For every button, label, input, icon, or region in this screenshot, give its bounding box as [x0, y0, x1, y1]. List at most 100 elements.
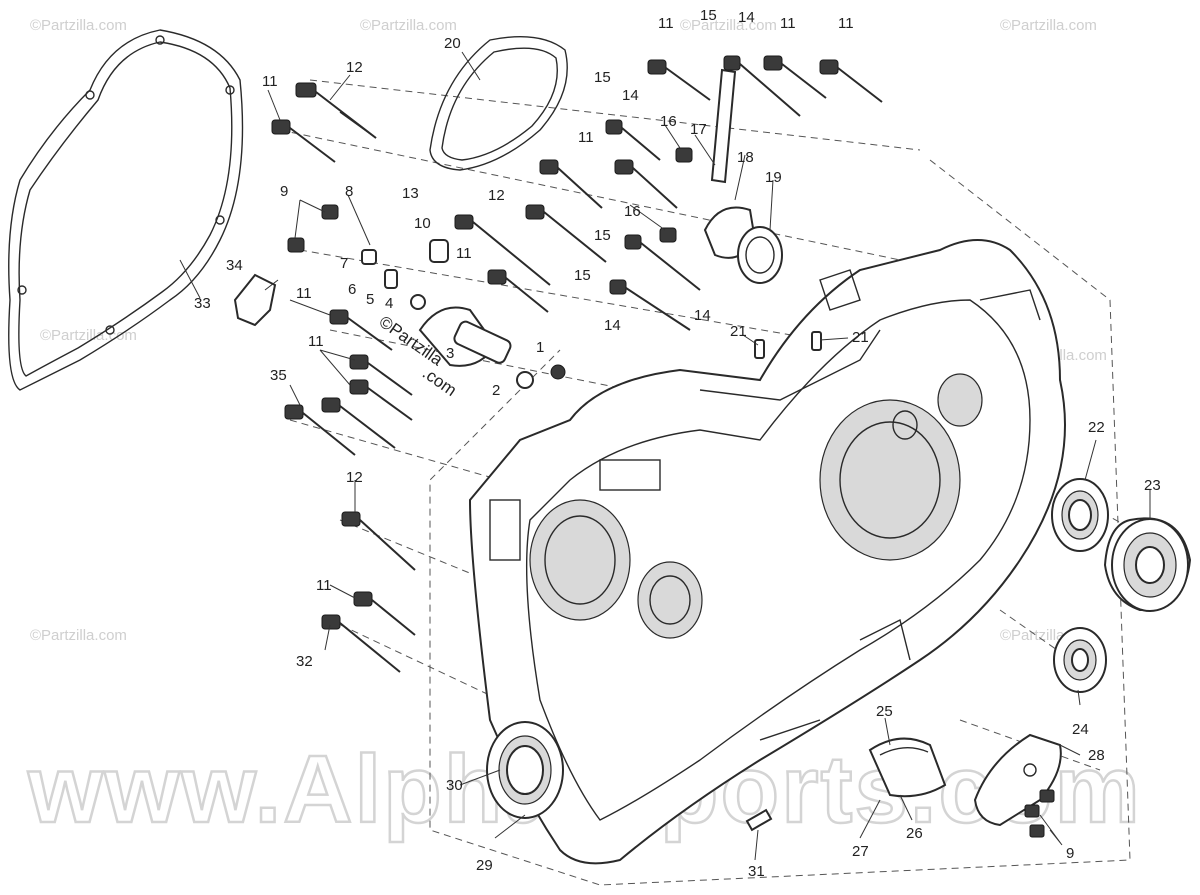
callout-14: 14 — [622, 87, 639, 104]
bolt-14-top — [723, 55, 801, 117]
watermark-small: ©Partzilla.com — [360, 17, 457, 34]
callout-32: 32 — [296, 653, 313, 670]
callout-23: 23 — [1144, 477, 1161, 494]
bolt-14-upper — [605, 119, 661, 161]
callout-labels: 1 2 3 4 5 6 7 8 9 10 11 12 13 14 15 16 1… — [194, 7, 1161, 880]
bolt-12-lower — [341, 511, 416, 571]
bracket-34 — [233, 273, 277, 327]
bolt-11-top-left — [271, 119, 336, 163]
leader-lines — [179, 51, 1151, 861]
watermark-small: ©Partzilla.com — [30, 17, 127, 34]
callout-11: 11 — [838, 15, 854, 32]
callout-20: 20 — [444, 35, 461, 52]
callout-15: 15 — [700, 7, 717, 24]
callout-16: 16 — [660, 113, 677, 130]
callout-27: 27 — [852, 843, 869, 860]
callout-15: 15 — [594, 69, 611, 86]
callout-11: 11 — [658, 15, 674, 32]
bolt-11-top-1 — [647, 59, 711, 101]
callout-2: 2 — [492, 382, 500, 399]
watermark-small: ©Partzilla.com — [680, 17, 777, 34]
callout-28: 28 — [1088, 747, 1105, 764]
callout-34: 34 — [226, 257, 243, 274]
bolt-11-top-2 — [763, 55, 827, 99]
callout-19: 19 — [765, 169, 782, 186]
callout-31: 31 — [748, 863, 765, 880]
callout-24: 24 — [1072, 721, 1089, 738]
bearing-24 — [1053, 627, 1107, 693]
oil-seal-22 — [1051, 478, 1109, 552]
dowel-21-1 — [754, 339, 765, 359]
callout-5: 5 — [366, 291, 374, 308]
callout-11: 11 — [308, 333, 324, 350]
bolt-11-lower — [353, 591, 416, 636]
strainer-parts — [361, 239, 566, 389]
bolt-11-left-3 — [349, 379, 413, 421]
callout-1: 1 — [536, 339, 544, 356]
callout-11: 11 — [262, 73, 278, 90]
bolts-layer — [271, 55, 883, 673]
callout-14: 14 — [694, 307, 711, 324]
watermark-center-line2: .com — [419, 363, 460, 400]
sensor-18-group — [703, 68, 783, 284]
watermark-small: ©Partzilla.com — [1000, 17, 1097, 34]
callout-21: 21 — [852, 329, 869, 346]
callout-3: 3 — [446, 345, 454, 362]
pin-31 — [745, 808, 773, 832]
callout-11: 11 — [578, 129, 594, 146]
callout-11: 11 — [780, 15, 796, 32]
callout-9: 9 — [280, 183, 288, 200]
cover-gasket-33 — [8, 29, 244, 391]
callout-30: 30 — [446, 777, 463, 794]
bolt-11-top-3 — [819, 59, 883, 103]
bolt-11-left-4 — [321, 397, 396, 449]
callout-15: 15 — [594, 227, 611, 244]
bolt-35 — [284, 404, 356, 456]
callout-25: 25 — [876, 703, 893, 720]
callout-9: 9 — [1066, 845, 1074, 862]
watermark-small: ©Partzilla.com — [30, 627, 127, 644]
bolt-13 — [454, 214, 551, 286]
callout-35: 35 — [270, 367, 287, 384]
callout-14: 14 — [604, 317, 621, 334]
callout-7: 7 — [340, 255, 348, 272]
bolt-12-top — [295, 82, 377, 139]
callout-21: 21 — [730, 323, 747, 340]
callout-11: 11 — [316, 577, 332, 594]
bolt-32 — [321, 614, 401, 673]
bolt-16-2 — [659, 227, 677, 243]
bolt-11-mid-2 — [614, 159, 678, 209]
bolt-11-left-1 — [329, 309, 393, 351]
callout-12: 12 — [488, 187, 505, 204]
callout-11: 11 — [456, 245, 472, 262]
callout-12: 12 — [346, 469, 363, 486]
bolt-11-left-2 — [349, 354, 413, 396]
bolt-11-mid-1 — [539, 159, 603, 209]
callout-6: 6 — [348, 281, 356, 298]
bolt-14-mid — [609, 279, 691, 331]
seal-30 — [486, 721, 564, 819]
bolts-9-bottom — [1024, 789, 1055, 838]
callout-10: 10 — [414, 215, 431, 232]
callout-16: 16 — [624, 203, 641, 220]
callout-12: 12 — [346, 59, 363, 76]
callout-8: 8 — [345, 183, 353, 200]
bracket-28 — [973, 733, 1062, 827]
callout-17: 17 — [690, 121, 707, 138]
dowel-21-2 — [811, 331, 822, 351]
bolt-11-center — [487, 269, 549, 313]
gasket-20 — [429, 35, 568, 171]
callout-33: 33 — [194, 295, 211, 312]
bolt-12-mid — [525, 204, 607, 263]
bolt-16-1 — [675, 147, 693, 163]
bolt-15-mid — [624, 234, 701, 291]
bolt-9-2 — [287, 237, 305, 253]
callout-18: 18 — [737, 149, 754, 166]
callout-22: 22 — [1088, 419, 1105, 436]
crankcase-body — [468, 239, 1066, 865]
bearing-23 — [1103, 517, 1192, 612]
callout-29: 29 — [476, 857, 493, 874]
callout-14: 14 — [738, 9, 755, 26]
